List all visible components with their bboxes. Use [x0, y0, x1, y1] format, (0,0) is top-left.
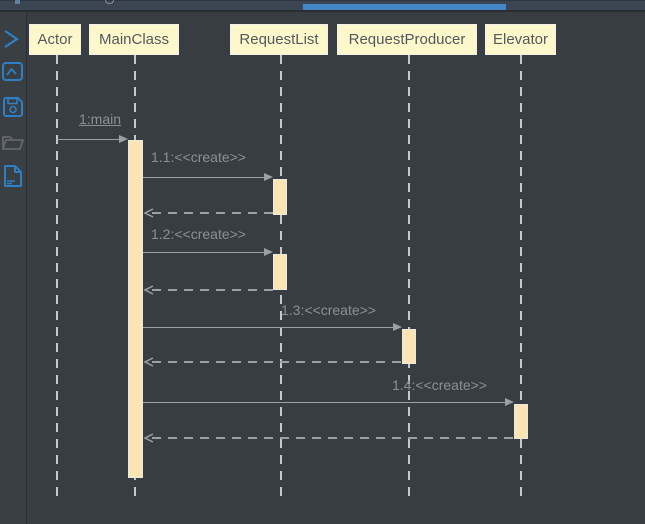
- activation-mainclass[interactable]: [128, 140, 143, 478]
- save-icon: [1, 95, 25, 119]
- open-folder-button[interactable]: [1, 132, 25, 156]
- arrowhead-icon: [264, 173, 273, 181]
- open-arrowhead-icon: [144, 208, 154, 218]
- message-arrow-create-1[interactable]: [143, 173, 273, 182]
- export-xml-button[interactable]: [1, 164, 25, 188]
- activation-requestlist-1[interactable]: [273, 179, 287, 215]
- participant-actor[interactable]: Actor: [29, 24, 81, 55]
- folder-icon: [1, 132, 25, 156]
- message-arrow-create-3[interactable]: [143, 323, 402, 332]
- message-label-main[interactable]: 1:main: [78, 111, 122, 127]
- arrowhead-icon: [393, 323, 402, 331]
- message-arrow-create-2[interactable]: [143, 248, 273, 257]
- activation-elevator[interactable]: [514, 404, 528, 439]
- message-label-create-2[interactable]: 1.2:<<create>>: [151, 226, 246, 242]
- cropped-toolbar-icon: [15, 0, 20, 4]
- cropped-toolbar-icon: [105, 0, 114, 4]
- arrowhead-icon: [505, 398, 514, 406]
- message-arrow-create-4[interactable]: [143, 398, 514, 407]
- top-toolbar: [0, 0, 645, 12]
- export-xml-icon: [1, 164, 25, 188]
- export-image-icon: [1, 60, 25, 84]
- left-toolbar: [0, 12, 27, 524]
- return-arrow-2[interactable]: [144, 285, 273, 295]
- return-arrow-1[interactable]: [144, 208, 273, 218]
- message-arrow-main[interactable]: [57, 135, 128, 144]
- open-arrowhead-icon: [144, 433, 154, 443]
- return-arrow-3[interactable]: [144, 357, 402, 367]
- export-image-button[interactable]: [1, 60, 25, 84]
- open-arrowhead-icon: [144, 285, 154, 295]
- activation-requestlist-2[interactable]: [273, 254, 287, 290]
- lifeline-actor: [56, 55, 58, 497]
- expand-panel-button[interactable]: [1, 27, 25, 51]
- arrowhead-icon: [119, 135, 128, 143]
- message-label-create-1[interactable]: 1.1:<<create>>: [151, 149, 246, 165]
- participant-requestproducer[interactable]: RequestProducer: [337, 24, 477, 55]
- arrowhead-icon: [264, 248, 273, 256]
- participant-mainclass[interactable]: MainClass: [89, 24, 179, 55]
- participant-requestlist[interactable]: RequestList: [230, 24, 328, 55]
- chevron-right-icon: [1, 27, 25, 51]
- save-button[interactable]: [1, 95, 25, 119]
- activation-requestproducer[interactable]: [402, 329, 416, 364]
- lifeline-elevator: [520, 55, 522, 497]
- participant-elevator[interactable]: Elevator: [485, 24, 556, 55]
- open-arrowhead-icon: [144, 357, 154, 367]
- message-label-create-4[interactable]: 1.4:<<create>>: [392, 377, 487, 393]
- message-label-create-3[interactable]: 1.3:<<create>>: [281, 302, 376, 318]
- lifeline-requestproducer: [408, 55, 410, 497]
- return-arrow-4[interactable]: [144, 433, 514, 443]
- active-tab-indicator[interactable]: [303, 4, 506, 10]
